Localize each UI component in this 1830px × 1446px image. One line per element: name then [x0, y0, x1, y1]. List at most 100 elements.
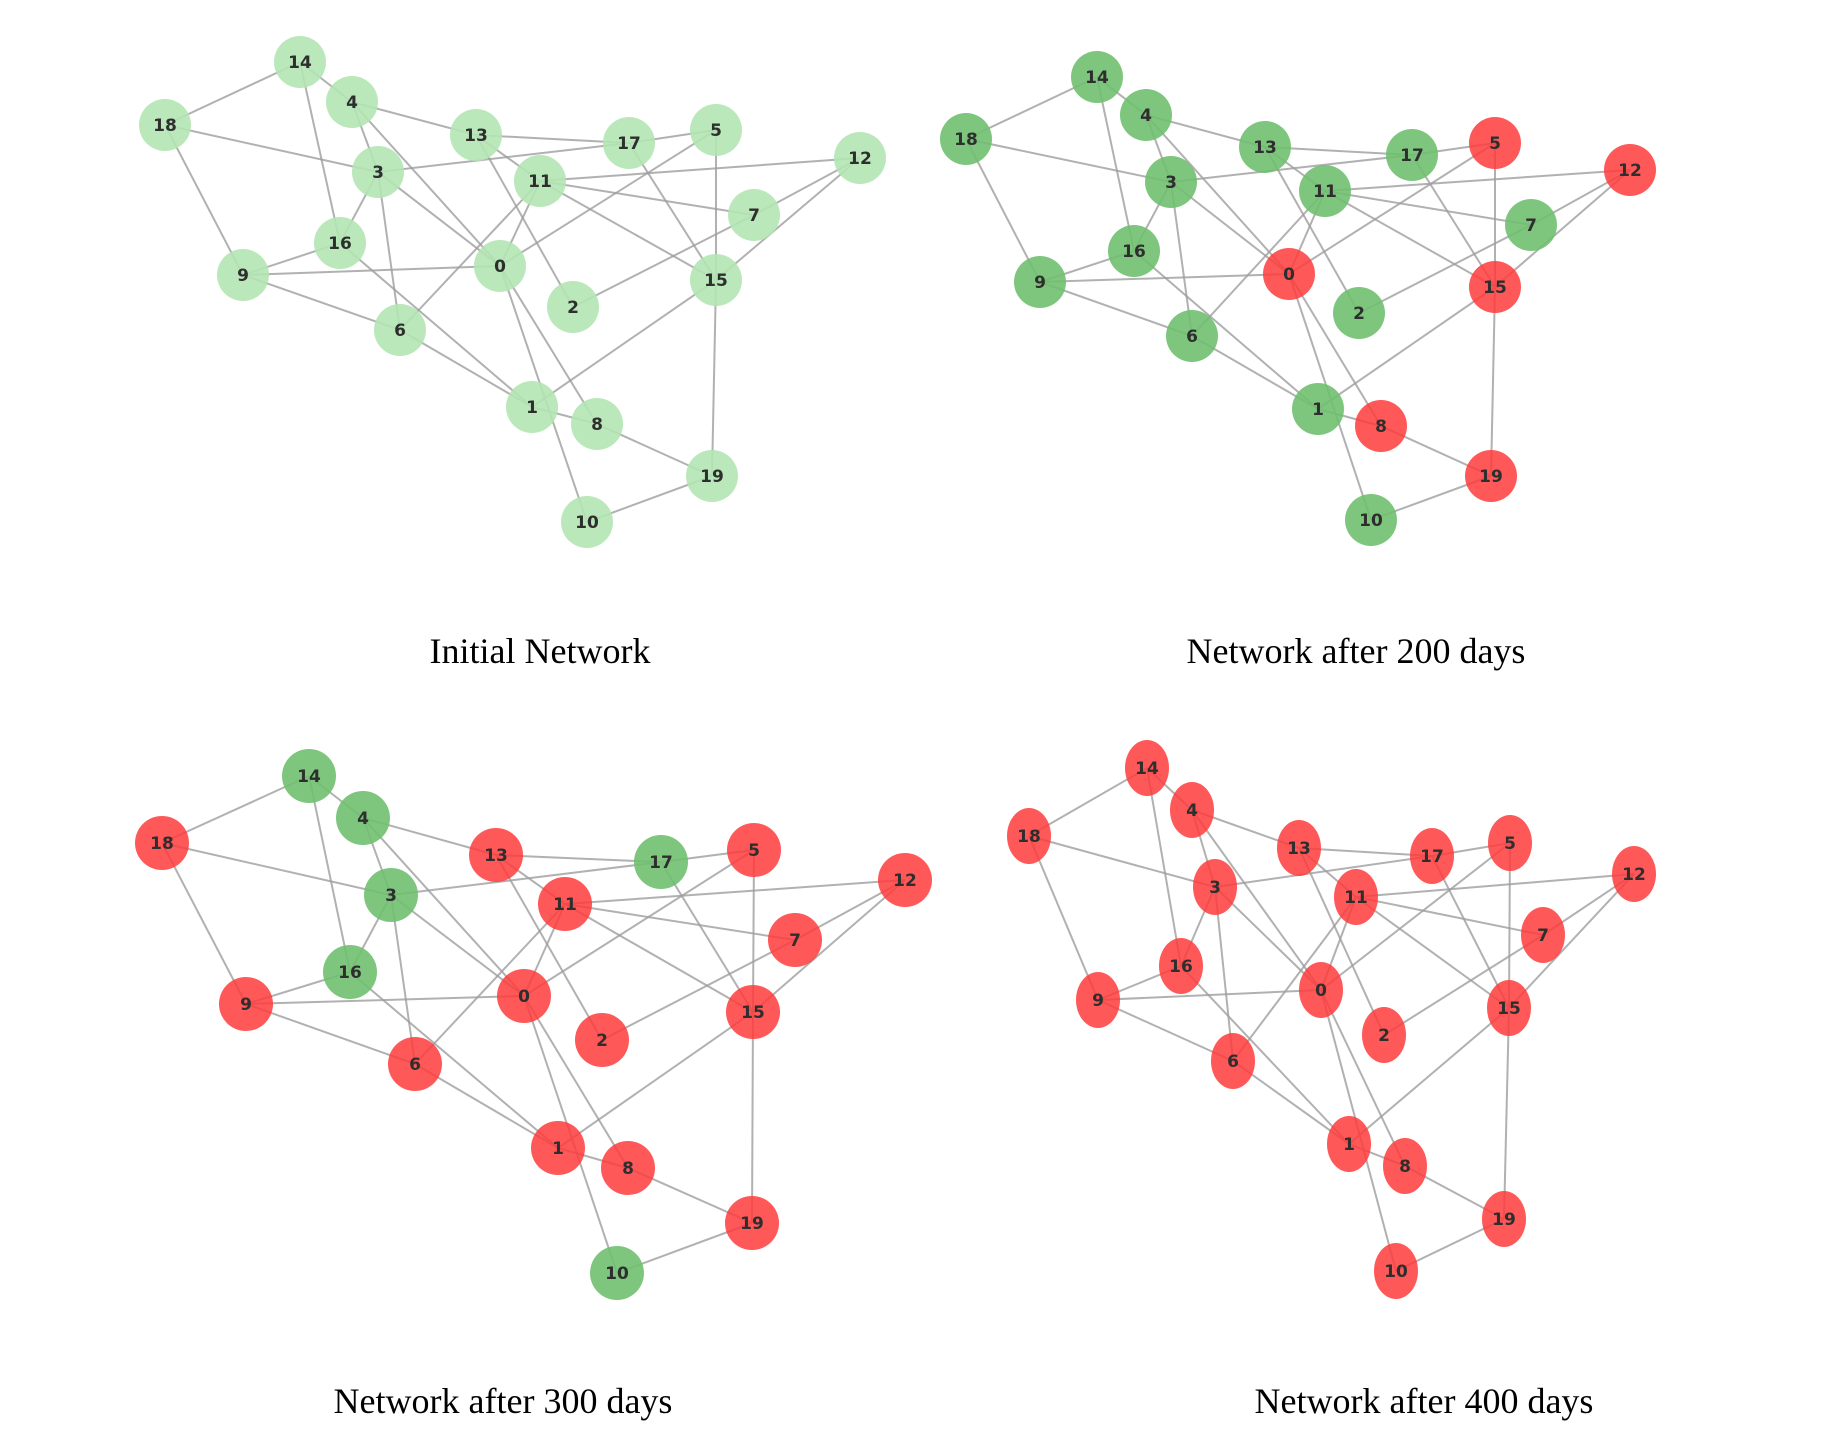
node-circle [834, 132, 886, 184]
node-circle [1277, 820, 1321, 876]
node-circle [352, 146, 404, 198]
edge-15-1 [557, 1011, 754, 1149]
edge-12-11 [1324, 169, 1631, 192]
node-6: 6 [1166, 310, 1218, 362]
node-2: 2 [1362, 1007, 1406, 1063]
node-3: 3 [352, 146, 404, 198]
node-12: 12 [1612, 846, 1656, 902]
edge-12-11 [564, 879, 906, 905]
edge-18-3 [164, 124, 379, 173]
node-7: 7 [1521, 907, 1565, 963]
node-label: 4 [357, 809, 369, 829]
node-circle [538, 877, 592, 931]
node-label: 19 [700, 467, 724, 487]
edge-7-2 [1383, 934, 1544, 1036]
node-2: 2 [547, 281, 599, 333]
node-label: 18 [954, 130, 978, 150]
edge-3-6 [377, 171, 401, 331]
edge-17-15 [1431, 855, 1510, 1009]
node-circle [940, 113, 992, 165]
node-15: 15 [726, 985, 780, 1039]
node-14: 14 [274, 36, 326, 88]
node-circle [601, 1141, 655, 1195]
node-label: 2 [596, 1031, 608, 1051]
node-label: 4 [1140, 106, 1152, 126]
node-label: 5 [710, 121, 722, 141]
node-circle [514, 155, 566, 207]
edge-12-11 [539, 157, 861, 182]
node-5: 5 [690, 104, 742, 156]
node-circle [603, 117, 655, 169]
node-label: 8 [1399, 1157, 1411, 1177]
node-circle [1465, 450, 1517, 502]
node-circle [326, 76, 378, 128]
node-circle [474, 240, 526, 292]
node-11: 11 [538, 877, 592, 931]
node-10: 10 [1374, 1243, 1418, 1299]
node-circle [727, 823, 781, 877]
node-circle [690, 254, 742, 306]
edge-11-6 [1191, 190, 1326, 337]
node-0: 0 [497, 969, 551, 1023]
node-7: 7 [768, 913, 822, 967]
edge-18-3 [1028, 835, 1216, 888]
node-16: 16 [314, 217, 366, 269]
node-circle [1159, 938, 1203, 994]
node-18: 18 [1007, 808, 1051, 864]
node-label: 10 [1384, 1262, 1408, 1282]
node-circle [878, 853, 932, 907]
edge-12-15 [752, 879, 906, 1013]
node-7: 7 [728, 189, 780, 241]
node-label: 9 [1034, 273, 1046, 293]
node-label: 1 [1343, 1135, 1355, 1155]
node-label: 5 [1489, 134, 1501, 154]
node-label: 2 [1378, 1026, 1390, 1046]
edge-3-0 [390, 894, 525, 997]
node-label: 19 [740, 1214, 764, 1234]
node-10: 10 [561, 496, 613, 548]
node-circle [1521, 907, 1565, 963]
node-13: 13 [469, 828, 523, 882]
node-label: 11 [528, 172, 552, 192]
edge-15-1 [1348, 1007, 1510, 1145]
node-9: 9 [217, 249, 269, 301]
edge-15-19 [1503, 1007, 1510, 1220]
node-circle [1482, 1191, 1526, 1247]
node-label: 9 [240, 995, 252, 1015]
node-circle [497, 969, 551, 1023]
edge-15-1 [1317, 286, 1496, 410]
edge-11-15 [1324, 190, 1496, 288]
node-label: 16 [328, 234, 352, 254]
edge-5-15 [752, 849, 755, 1013]
edge-17-15 [660, 861, 754, 1013]
edge-11-7 [564, 903, 796, 941]
node-circle [506, 381, 558, 433]
node-label: 0 [518, 987, 530, 1007]
node-circle [314, 217, 366, 269]
node-label: 14 [297, 767, 321, 787]
node-label: 19 [1492, 1210, 1516, 1230]
edge-13-2 [1298, 847, 1385, 1036]
node-label: 1 [526, 398, 538, 418]
node-label: 15 [1483, 278, 1507, 298]
node-6: 6 [388, 1037, 442, 1091]
edge-9-6 [1097, 999, 1234, 1062]
node-circle [590, 1246, 644, 1300]
edge-11-7 [1355, 896, 1544, 936]
node-17: 17 [1410, 828, 1454, 884]
edge-14-16 [1146, 767, 1182, 967]
node-label: 14 [1135, 759, 1159, 779]
edge-4-0 [362, 817, 525, 997]
node-label: 16 [1169, 957, 1193, 977]
edge-13-2 [475, 134, 574, 308]
node-label: 16 [338, 963, 362, 983]
node-label: 6 [409, 1055, 421, 1075]
edge-7-2 [601, 939, 796, 1041]
node-circle [1410, 828, 1454, 884]
node-circle [1071, 51, 1123, 103]
node-1: 1 [506, 381, 558, 433]
node-label: 12 [1618, 161, 1642, 181]
edge-11-6 [399, 180, 541, 331]
edge-18-9 [965, 138, 1041, 283]
edge-11-6 [414, 903, 566, 1065]
